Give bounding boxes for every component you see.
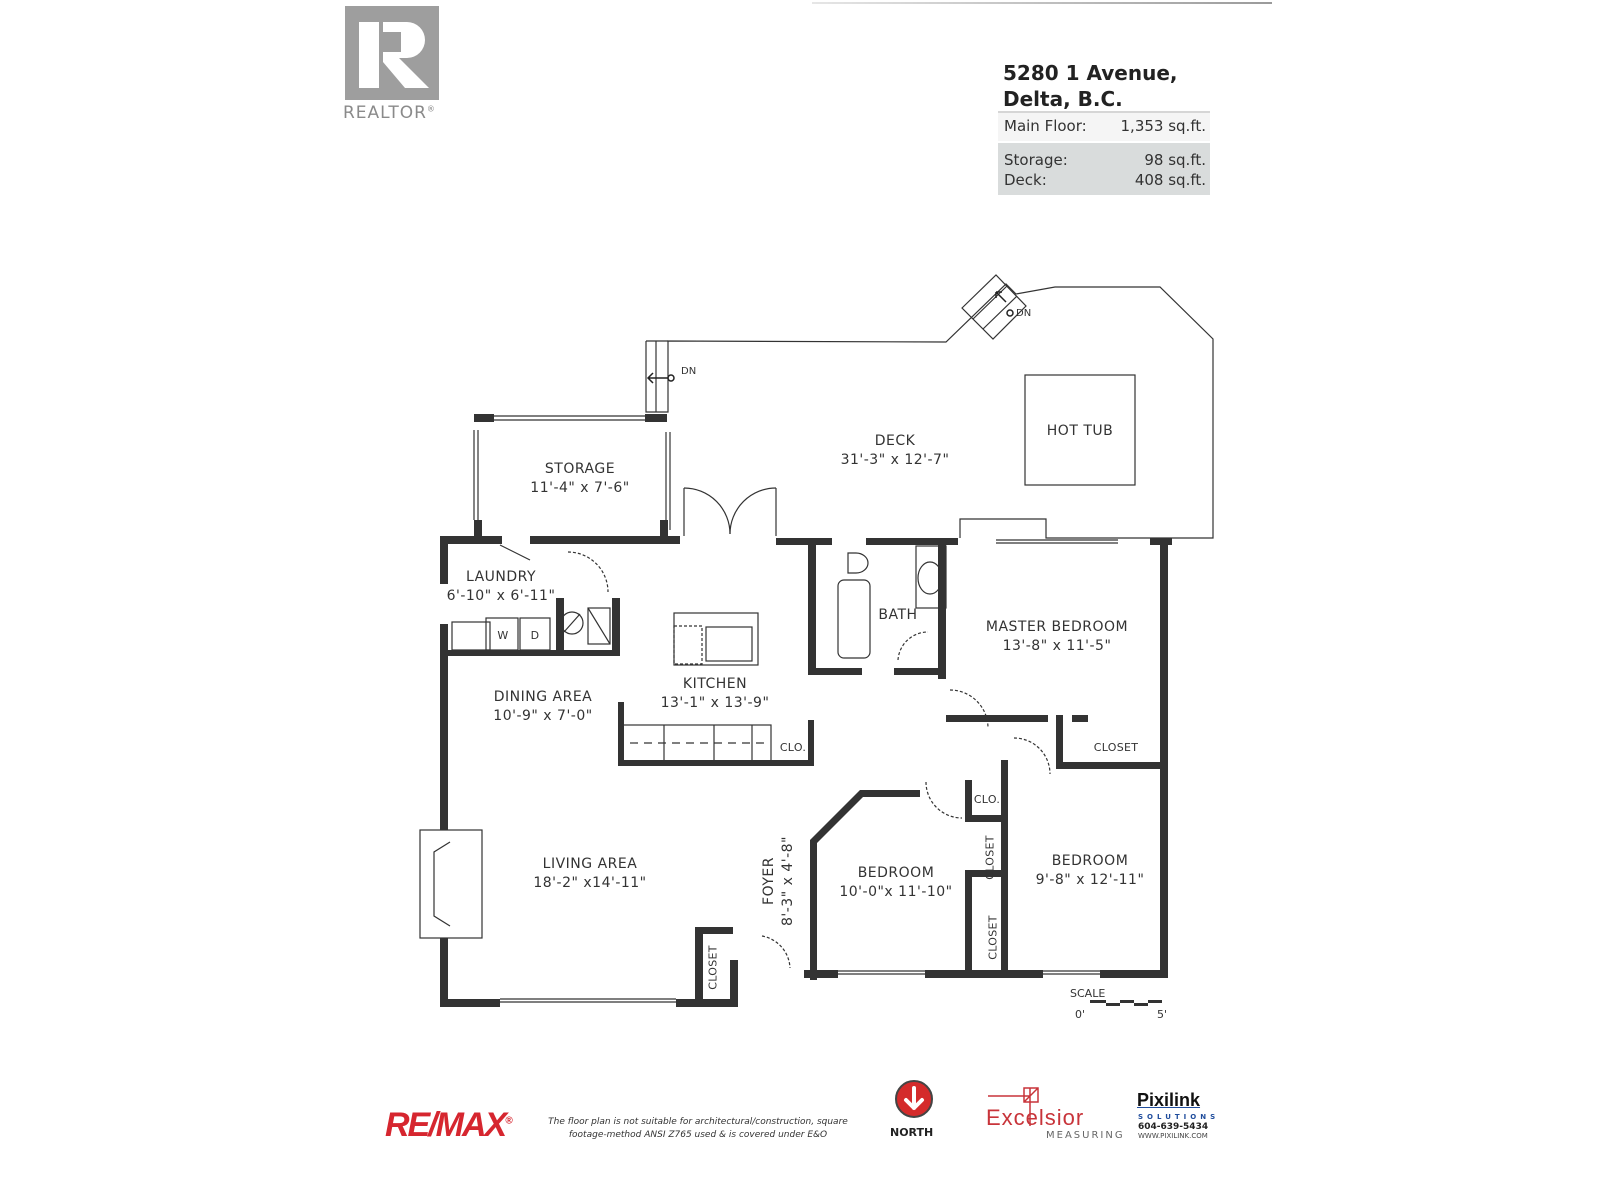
room-deck: DECK 31'-3" x 12'-7" — [830, 432, 960, 470]
pixilink-subtitle: SOLUTIONS — [1138, 1113, 1220, 1121]
area-label: Storage: — [1004, 151, 1068, 169]
room-master-bedroom: MASTER BEDROOM 13'-8" x 11'-5" — [972, 618, 1142, 656]
room-name: BATH — [878, 607, 918, 623]
north-arrow-icon — [895, 1080, 933, 1118]
excelsior-wordmark: Excelsior — [986, 1105, 1085, 1130]
realtor-r-icon — [359, 22, 429, 88]
room-bedroom-3: BEDROOM 9'-8" x 12'-11" — [1030, 852, 1150, 890]
room-dims: 10'-9" x 7'-0" — [493, 708, 593, 724]
room-dims: 13'-8" x 11'-5" — [1002, 638, 1112, 654]
area-label: Main Floor: — [1004, 117, 1087, 135]
room-storage: STORAGE 11'-4" x 7'-6" — [530, 460, 630, 498]
area-value: 98 sq.ft. — [1144, 151, 1206, 169]
room-dims: 13'-1" x 13'-9" — [660, 695, 770, 711]
room-dims: 6'-10" x 6'-11" — [446, 588, 556, 604]
room-dims: 18'-2" x14'-11" — [533, 875, 647, 891]
label-washer: W — [497, 629, 509, 642]
pixilink-website: WWW.PIXILINK.COM — [1138, 1132, 1208, 1140]
room-living-area: LIVING AREA 18'-2" x14'-11" — [520, 855, 660, 893]
room-bedroom-2: BEDROOM 10'-0"x 11'-10" — [836, 864, 956, 902]
area-value: 1,353 sq.ft. — [1120, 117, 1206, 135]
room-dining-area: DINING AREA 10'-9" x 7'-0" — [478, 688, 608, 726]
room-name: LAUNDRY — [465, 569, 537, 585]
area-label: Deck: — [1004, 171, 1047, 189]
room-name: STORAGE — [544, 461, 616, 477]
label-closet-bed3: CLOSET — [986, 915, 1000, 960]
room-dims: 31'-3" x 12'-7" — [840, 452, 950, 468]
label-closet-foyer: CLOSET — [706, 945, 720, 990]
disclaimer: The floor plan is not suitable for archi… — [548, 1116, 848, 1142]
room-hot-tub: HOT TUB — [1030, 422, 1130, 441]
room-name: BEDROOM — [1051, 853, 1129, 869]
label-clo-hall: CLO. — [973, 793, 1001, 806]
realtor-logo — [345, 6, 439, 100]
top-rule — [812, 2, 1272, 4]
room-name: KITCHEN — [682, 676, 748, 692]
label-dryer: D — [530, 629, 540, 642]
scale-end: 5' — [1157, 1008, 1168, 1021]
address-line2: Delta, B.C. — [1003, 87, 1123, 111]
excelsior-logo-icon — [988, 1087, 1039, 1126]
room-dims: 10'-0"x 11'-10" — [839, 884, 953, 900]
room-name: DECK — [874, 433, 916, 449]
disclaimer-line2: footage-method ANSI Z765 used & is cover… — [568, 1130, 828, 1140]
area-row-main: Main Floor: 1,353 sq.ft. — [998, 111, 1210, 141]
area-row-extra: Storage: 98 sq.ft. Deck: 408 sq.ft. — [998, 143, 1210, 195]
room-name: BEDROOM — [857, 865, 935, 881]
remax-logo: RE/MAX® — [385, 1106, 513, 1144]
label-closet-master: CLOSET — [1093, 741, 1139, 754]
north-label: NORTH — [890, 1126, 934, 1139]
room-name: MASTER BEDROOM — [985, 619, 1129, 635]
pixilink-wordmark: Pixilink — [1137, 1090, 1201, 1110]
room-bath: BATH — [868, 606, 928, 625]
label-stairs-down-2: DN — [1016, 308, 1032, 319]
room-name: FOYER — [761, 857, 777, 905]
disclaimer-line1: The floor plan is not suitable for archi… — [548, 1117, 848, 1127]
label-closet-bed2: CLOSET — [983, 835, 997, 880]
room-dims: 11'-4" x 7'-6" — [530, 480, 630, 496]
label-clo-kitchen: CLO. — [779, 741, 807, 754]
room-dims: 8'-3" x 4'-8" — [780, 836, 796, 926]
pixilink-phone: 604-639-5434 — [1138, 1122, 1209, 1132]
room-kitchen: KITCHEN 13'-1" x 13'-9" — [650, 675, 780, 713]
excelsior-subtitle: MEASURING — [1046, 1130, 1125, 1141]
address-line1: 5280 1 Avenue, — [1003, 61, 1178, 85]
room-foyer: FOYER 8'-3" x 4'-8" — [760, 821, 798, 941]
label-stairs-down-1: DN — [681, 366, 697, 377]
area-value: 408 sq.ft. — [1134, 171, 1206, 189]
property-address: 5280 1 Avenue, Delta, B.C. — [1003, 60, 1178, 112]
scale-start: 0' — [1075, 1008, 1086, 1021]
room-name: HOT TUB — [1046, 423, 1114, 439]
realtor-wordmark: REALTOR® — [343, 103, 436, 123]
room-name: DINING AREA — [493, 689, 593, 705]
room-dims: 9'-8" x 12'-11" — [1035, 872, 1145, 888]
room-laundry: LAUNDRY 6'-10" x 6'-11" — [436, 568, 566, 606]
scale-label: SCALE — [1070, 987, 1106, 1000]
room-name: LIVING AREA — [542, 856, 638, 872]
